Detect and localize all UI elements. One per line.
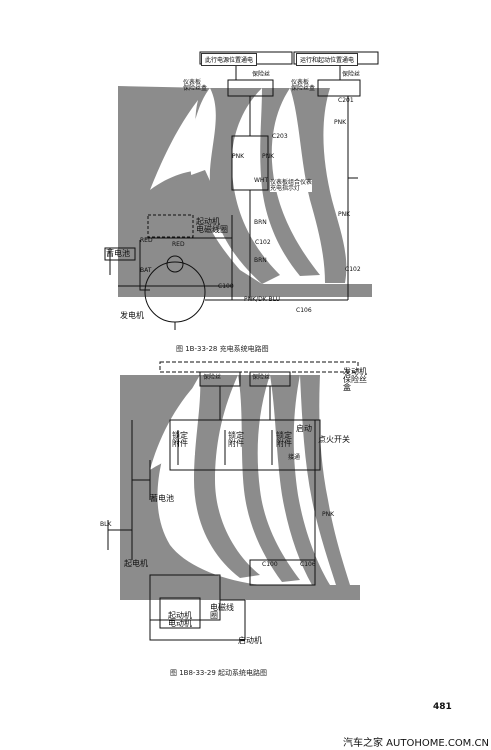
starter-solenoid-label: 起动机 电磁线圈 — [196, 217, 228, 234]
wire-pnk-3: PNK — [334, 119, 347, 126]
connector-c203: C203 — [272, 133, 288, 140]
battery-label: 蓄电池 — [106, 249, 130, 258]
fuse-label-top: 保险丝 — [203, 374, 222, 381]
engine-fuse-box-label: 发动机 保险丝 盒 — [343, 367, 367, 392]
fuse-box-label-2: 仪表板 保险丝盒 — [291, 79, 316, 92]
connector-c100-d2: C100 — [262, 561, 278, 568]
figure-caption-2: 图 1B8-33-29 起动系统电路图 — [170, 669, 268, 677]
wire-blk: BLK — [100, 521, 112, 528]
wire-brn-2: BRN — [254, 257, 267, 264]
wire-pnk-4: PNK — [338, 211, 351, 218]
bottom-wire-label: PNK/DK BLU — [244, 296, 281, 303]
diagram2-background — [120, 375, 360, 600]
figure-caption-1: 图 1B-33-28 充电系统电路图 — [176, 345, 269, 353]
wire-pnk-1: PNK — [232, 153, 245, 160]
wire-pnk-2: PNK — [262, 153, 275, 160]
cluster-indicator-label: 仪表板组合仪表 充电指示灯 — [270, 179, 313, 192]
watermark-footer: 汽车之家 AUTOHOME.COM.CN — [343, 738, 489, 749]
diagram2-wiring — [107, 361, 359, 641]
connector-c106: C106 — [296, 307, 312, 314]
connector-c102-b: C102 — [345, 266, 361, 273]
connector-c100: C100 — [218, 283, 234, 290]
fuse-box-label: 仪表板 保险丝盒 — [183, 79, 208, 92]
lock-accessory-3: 锁定 附件 — [276, 431, 292, 448]
top-box-label-2: 运行和起动位置通电 — [296, 53, 359, 66]
top-box-label-1: 此行电源位置通电 — [201, 53, 258, 66]
ignition-switch-label: 点火开关 — [318, 435, 350, 444]
wire-red-2: RED — [172, 241, 185, 248]
fuse-label-right: 保险丝 — [342, 71, 361, 78]
lock-accessory-1: 锁定 附件 — [172, 431, 188, 448]
wire-brn-1: BRN — [254, 219, 267, 226]
starter-assembly-label: 启动机 — [238, 636, 262, 645]
solenoid-label: 电磁线 圈 — [210, 603, 234, 620]
connector-c201: C201 — [338, 97, 354, 104]
fuse-label-top-2: 保险丝 — [252, 374, 271, 381]
bat-terminal-label: BAT — [140, 267, 152, 274]
wire-wht: WHT — [254, 177, 269, 184]
wire-red-1: RED — [140, 237, 153, 244]
on-position-label: 接通 — [288, 454, 301, 461]
diagram1-background — [118, 86, 372, 297]
lock-accessory-2: 锁定 附件 — [228, 431, 244, 448]
battery-label-2: 蓄电池 — [150, 494, 174, 503]
diagram1-wiring — [104, 51, 379, 330]
connector-c102: C102 — [255, 239, 271, 246]
alternator-label: 发电机 — [120, 311, 144, 320]
starter-motor-label: 起动机 电动机 — [168, 611, 192, 628]
fuse-label-left: 保险丝 — [252, 71, 271, 78]
starter-label: 起电机 — [124, 559, 148, 568]
wire-pnk-d2: PNK — [322, 511, 335, 518]
start-position-label: 启动 — [296, 424, 312, 433]
page-number: 481 — [433, 702, 452, 712]
connector-c106-d2: C106 — [300, 561, 316, 568]
